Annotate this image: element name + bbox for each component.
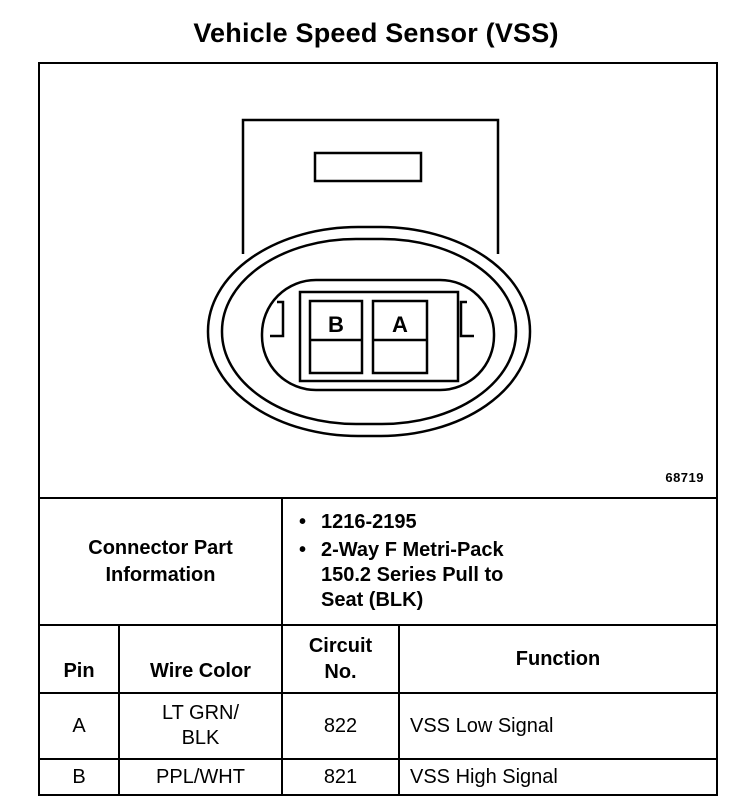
pinout-table: Connector Part Information 1216-2195 2-W… — [40, 497, 716, 795]
header-wire-color: Wire Color — [118, 624, 283, 694]
terminal-block — [298, 290, 460, 383]
row-b-pin: B — [40, 758, 120, 795]
connector-sheet: B A 68719 Connector Part Information 121… — [38, 62, 718, 796]
latch-tab — [313, 151, 423, 183]
header-function: Function — [398, 624, 716, 694]
connector-part-row: Connector Part Information 1216-2195 2-W… — [40, 497, 716, 626]
connector-part-info: 1216-2195 2-Way F Metri-Pack 150.2 Serie… — [281, 497, 716, 626]
pin-a-cavity — [371, 299, 429, 375]
row-b-wire-color: PPL/WHT — [118, 758, 283, 795]
latch-housing — [241, 118, 500, 254]
row-a-function: VSS Low Signal — [398, 692, 716, 760]
outer-shell — [206, 225, 532, 438]
pin-b-cavity — [308, 299, 364, 375]
row-b-function: VSS High Signal — [398, 758, 716, 795]
table-row: A LT GRN/ BLK 822 VSS Low Signal — [40, 692, 716, 760]
left-key — [270, 300, 285, 338]
right-key — [459, 300, 474, 338]
row-a-wire-color: LT GRN/ BLK — [118, 692, 283, 760]
row-a-pin: A — [40, 692, 120, 760]
shell-inner-ring — [220, 237, 518, 426]
figure-number: 68719 — [665, 470, 704, 485]
pin-b-label: B — [328, 312, 344, 337]
part-number: 1216-2195 — [299, 510, 716, 535]
pin-a-label: A — [392, 312, 408, 337]
terminal-cavity-ring — [260, 278, 496, 392]
connector-diagram: B A 68719 — [40, 64, 716, 497]
table-header-row: Pin Wire Color Circuit No. Function — [40, 624, 716, 694]
part-description: 2-Way F Metri-Pack 150.2 Series Pull to … — [299, 538, 716, 613]
header-pin: Pin — [40, 624, 120, 694]
table-row: B PPL/WHT 821 VSS High Signal — [40, 758, 716, 795]
header-circuit-no: Circuit No. — [281, 624, 400, 694]
row-b-circuit: 821 — [281, 758, 400, 795]
page-title: Vehicle Speed Sensor (VSS) — [193, 18, 559, 48]
row-a-circuit: 822 — [281, 692, 400, 760]
connector-part-label: Connector Part Information — [40, 497, 283, 626]
connector-face-drawing: B A — [206, 118, 532, 438]
